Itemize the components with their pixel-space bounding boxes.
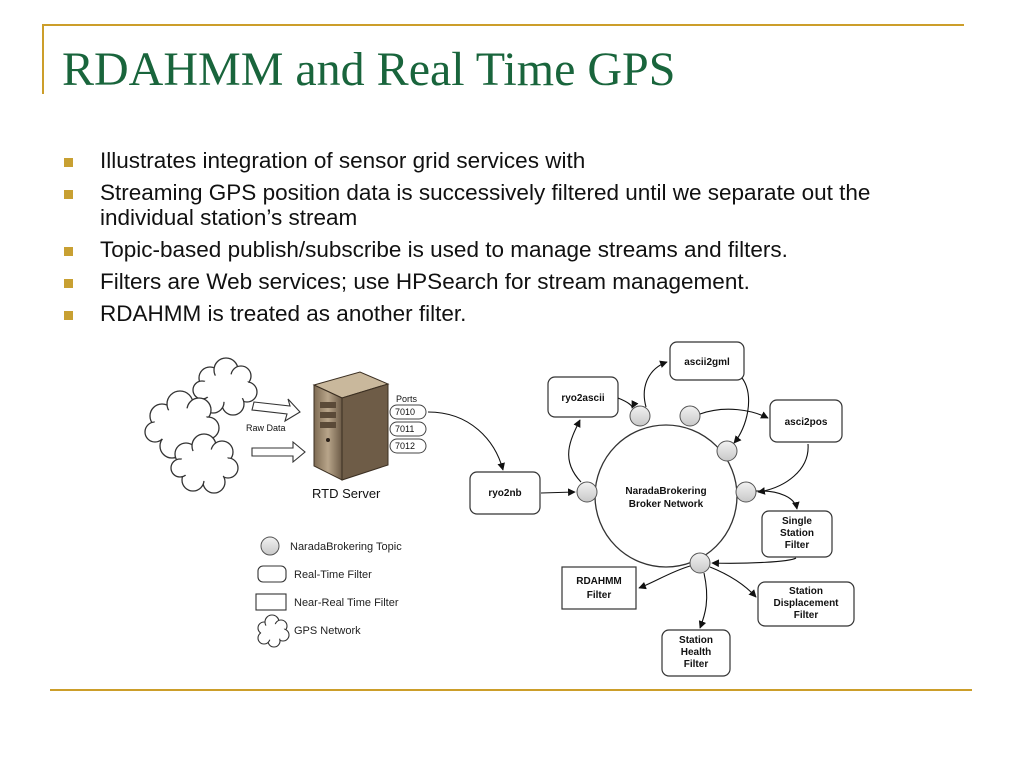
bullet-item: Filters are Web services; use HPSearch f… [62, 269, 962, 294]
legend-topic-swatch [260, 536, 280, 556]
filter-ryo2nb: ryo2nb [469, 471, 541, 515]
bullet-square-icon [64, 311, 73, 320]
svg-text:Filter: Filter [587, 590, 612, 601]
connector-arrow [709, 566, 757, 598]
connector-arrow [755, 490, 800, 510]
connector-arrow [643, 360, 668, 408]
svg-text:Single: Single [782, 516, 812, 527]
svg-text:Station: Station [789, 586, 823, 597]
broker-label-line2: Broker Network [629, 499, 704, 510]
svg-text:Filter: Filter [785, 540, 810, 551]
filter-rdahmm: RDAHMM Filter [561, 566, 637, 610]
bullet-text: Streaming GPS position data is successiv… [100, 180, 871, 230]
slide-title: RDAHMM and Real Time GPS [62, 43, 676, 96]
svg-text:ryo2ascii: ryo2ascii [561, 393, 605, 404]
filter-ryo2ascii: ryo2ascii [547, 376, 619, 418]
connector-arrow [757, 443, 809, 495]
legend-topic-label: NaradaBrokering Topic [290, 541, 402, 553]
rtd-server-label: RTD Server [312, 486, 381, 501]
svg-text:RDAHMM: RDAHMM [576, 576, 622, 587]
legend-nearrealtime-label: Near-Real Time Filter [294, 597, 399, 609]
topic-node [716, 440, 738, 462]
legend-gps-cloud-icon [257, 614, 290, 648]
svg-text:7012: 7012 [395, 441, 415, 451]
filter-single-station: Single Station Filter [761, 510, 833, 558]
frame-left-rule [42, 24, 44, 94]
topic-node [679, 405, 701, 427]
bullet-square-icon [64, 190, 73, 199]
bullet-item: Topic-based publish/subscribe is used to… [62, 237, 962, 262]
gps-network-cloud-icon [192, 357, 258, 416]
bullet-square-icon [64, 247, 73, 256]
svg-text:Displacement: Displacement [773, 598, 839, 609]
filter-asci2pos: asci2pos [769, 399, 843, 443]
port-7010: 7010 [389, 404, 427, 420]
svg-text:7011: 7011 [395, 424, 414, 434]
connector-arrow [711, 557, 797, 568]
bullet-item: RDAHMM is treated as another filter. [62, 301, 962, 326]
svg-text:asci2pos: asci2pos [785, 417, 828, 428]
filter-station-health: Station Health Filter [661, 629, 731, 677]
ports-label: Ports [396, 394, 418, 404]
topic-node [689, 552, 711, 574]
raw-data-arrow-icon [251, 398, 301, 423]
connector-arrow [540, 488, 576, 497]
rtd-server-icon [312, 371, 390, 481]
legend: NaradaBrokering Topic Real-Time Filter N… [255, 536, 402, 648]
bullet-text: Topic-based publish/subscribe is used to… [100, 237, 788, 262]
svg-text:7010: 7010 [395, 407, 415, 417]
bullet-square-icon [64, 279, 73, 288]
svg-text:Health: Health [681, 647, 712, 658]
port-7012: 7012 [389, 438, 427, 454]
bullet-text: Illustrates integration of sensor grid s… [100, 148, 586, 173]
topic-node [576, 481, 598, 503]
legend-gps-label: GPS Network [294, 625, 361, 637]
legend-realtime-swatch [257, 565, 287, 583]
svg-text:ryo2nb: ryo2nb [488, 488, 521, 499]
topic-node [629, 405, 651, 427]
bullet-item: Streaming GPS position data is successiv… [62, 180, 962, 230]
connector-arrow [698, 572, 708, 629]
connector-arrow [699, 408, 769, 419]
bullet-list: Illustrates integration of sensor grid s… [62, 148, 962, 333]
bullet-square-icon [64, 158, 73, 167]
topic-node [735, 481, 757, 503]
frame-bottom-rule [50, 689, 972, 691]
connector-arrow [427, 411, 505, 471]
svg-text:Filter: Filter [684, 659, 709, 670]
svg-text:Station: Station [679, 635, 713, 646]
gps-network-cloud-icon [170, 433, 239, 494]
legend-nearrealtime-swatch [255, 593, 287, 611]
connector-arrow [638, 565, 691, 590]
frame-top-rule [42, 24, 964, 26]
filter-station-displacement: Station Displacement Filter [757, 581, 855, 627]
legend-realtime-label: Real-Time Filter [294, 569, 372, 581]
raw-data-arrow-icon [251, 440, 306, 464]
filter-ascii2gml: ascii2gml [669, 341, 745, 381]
broker-label-line1: NaradaBrokering [625, 486, 706, 497]
connector-arrow [617, 397, 639, 409]
svg-text:ascii2gml: ascii2gml [684, 357, 730, 368]
bullet-text: Filters are Web services; use HPSearch f… [100, 269, 750, 294]
connector-arrow [568, 419, 582, 483]
raw-data-label: Raw Data [246, 423, 286, 433]
bullet-text: RDAHMM is treated as another filter. [100, 301, 467, 326]
svg-text:Station: Station [780, 528, 814, 539]
bullet-item: Illustrates integration of sensor grid s… [62, 148, 962, 173]
port-7011: 7011 [389, 421, 427, 437]
svg-text:Filter: Filter [794, 610, 819, 621]
